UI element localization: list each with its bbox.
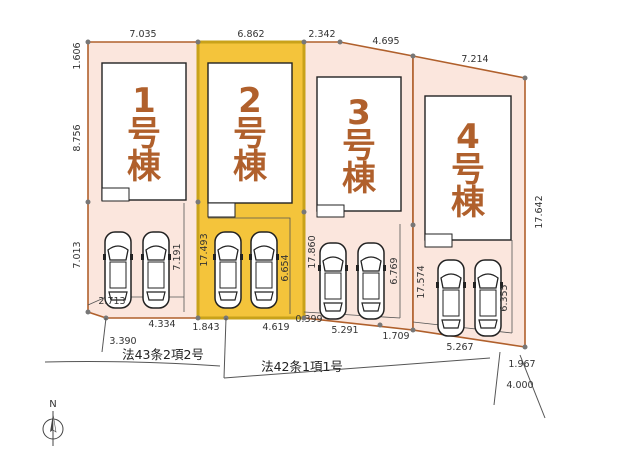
building-label-2: 2 号 棟: [233, 81, 268, 187]
north-label: N: [49, 399, 56, 410]
dim-top-3a: 2.342: [308, 29, 335, 40]
dim-left-top: 1.606: [72, 42, 83, 69]
car-icon: [435, 259, 467, 337]
dim-top-1: 7.035: [129, 29, 156, 40]
dim-road-width-left: 3.390: [109, 336, 136, 347]
building-label-go: 号: [233, 114, 267, 154]
car-icon: [140, 231, 172, 309]
dim-lot3-parking: 6.769: [389, 257, 400, 284]
entry-markers: [101, 187, 453, 248]
building-label-1: 1 号 棟: [127, 81, 162, 187]
building-label-go: 号: [451, 150, 485, 190]
dim-lot4-parking: 6.355: [499, 284, 510, 311]
dim-lot3-bottom: 5.291: [331, 325, 358, 336]
building-1: [101, 62, 187, 201]
dim-right-side: 17.642: [534, 195, 545, 228]
car-icon: [355, 242, 387, 320]
dim-top-3b: 4.695: [372, 36, 399, 47]
road-label-left: 法43条2項2号: [122, 347, 204, 362]
dim-lot1-diag: 2.713: [98, 296, 125, 307]
dim-road-width-right: 4.000: [506, 380, 533, 391]
dim-lot3-side: 17.860: [307, 235, 318, 268]
building-label-tou: 棟: [451, 183, 486, 223]
building-3: [316, 76, 402, 212]
dim-lot3-corner: 1.709: [382, 331, 409, 342]
dim-lot2-parking: 6.654: [280, 254, 291, 281]
dim-lot2-bottom: 4.619: [262, 322, 289, 333]
dim-lot1-bottom: 4.334: [148, 319, 175, 330]
dim-lot2-corner: 0.399: [295, 314, 322, 325]
building-label-number: 3: [347, 93, 371, 133]
dim-left-bottom: 7.013: [72, 241, 83, 268]
building-label-tou: 棟: [342, 159, 377, 199]
building-label-go: 号: [342, 126, 376, 166]
building-2: [207, 62, 293, 204]
car-icon: [212, 231, 244, 309]
building-4: [424, 95, 512, 241]
building-label-go: 号: [127, 114, 161, 154]
dim-lot2-front-left: 1.843: [192, 322, 219, 333]
building-label-number: 2: [238, 81, 262, 121]
dim-top-4: 7.214: [461, 54, 488, 65]
dim-lot2-side: 17.493: [199, 233, 210, 266]
dim-lot4-bottom: 5.267: [446, 342, 473, 353]
north-arrow-icon: [42, 411, 64, 446]
building-label-4: 4 号 棟: [451, 117, 486, 223]
dimension-labels: 7.035 6.862 2.342 4.695 7.214 1.606 8.75…: [72, 29, 545, 391]
building-label-number: 1: [132, 81, 156, 121]
road-label-right: 法42条1項1号: [261, 359, 343, 374]
dim-left-mid: 8.756: [72, 124, 83, 151]
vertex-markers: [85, 39, 528, 350]
building-label-number: 4: [456, 117, 480, 157]
car-icon: [248, 231, 280, 309]
dim-right-corner: 1.967: [508, 359, 535, 370]
building-label-tou: 棟: [233, 147, 268, 187]
road-lines: [44, 317, 546, 419]
dim-top-2: 6.862: [237, 29, 264, 40]
building-label-3: 3 号 棟: [342, 93, 377, 199]
dim-lot1-parking: 7.191: [172, 243, 183, 270]
building-label-tou: 棟: [127, 147, 162, 187]
car-icon: [317, 242, 349, 320]
dim-lot4-side: 17.574: [416, 265, 427, 298]
